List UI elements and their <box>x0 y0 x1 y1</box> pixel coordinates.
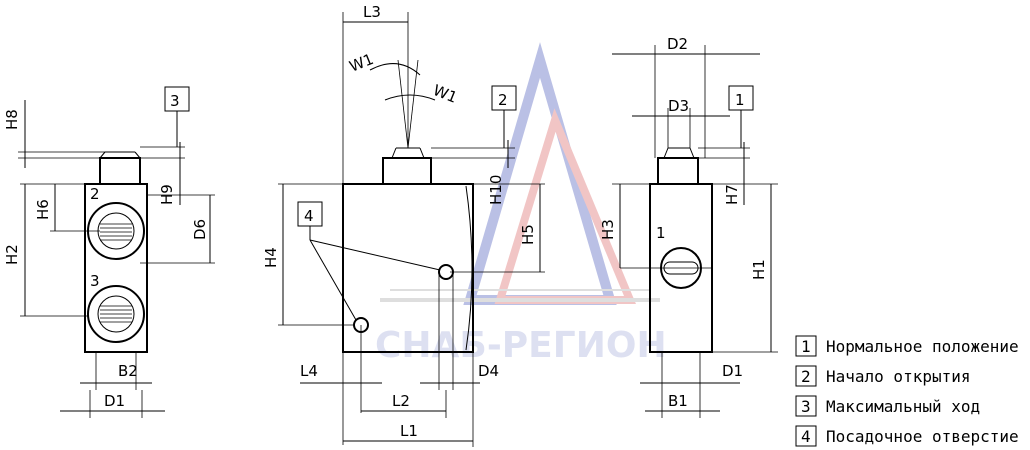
legend-text: Нормальное положение <box>826 337 1019 356</box>
dim-d1-right: D1 <box>722 362 743 380</box>
legend-item: 4 Посадочное отверстие <box>795 425 1019 447</box>
center-view: L3 W1 W1 H10 2 H5 H4 4 <box>262 3 545 447</box>
dim-l4: L4 <box>300 362 318 380</box>
legend-item: 1 Нормальное положение <box>795 335 1019 357</box>
dim-h10: H10 <box>487 175 505 205</box>
left-view: 2 3 H8 H2 H6 H9 D6 3 B2 <box>3 86 215 418</box>
dim-l3: L3 <box>363 3 381 21</box>
dim-h5: H5 <box>519 224 537 245</box>
legend-num: 2 <box>801 367 811 386</box>
right-view: 1 D2 D3 1 H7 H3 H1 D1 B1 <box>599 35 778 418</box>
dim-h4: H4 <box>262 247 280 268</box>
dim-b1: B1 <box>668 392 688 410</box>
dim-b2: B2 <box>118 362 138 380</box>
dim-h6: H6 <box>34 199 52 220</box>
dim-d2: D2 <box>667 35 688 53</box>
dim-w1-a: W1 <box>347 50 376 76</box>
legend-text: Начало открытия <box>826 367 971 386</box>
dim-l2: L2 <box>392 392 410 410</box>
dim-h2: H2 <box>3 244 21 265</box>
dim-h7: H7 <box>723 184 741 205</box>
dim-d3: D3 <box>668 97 689 115</box>
dim-l1: L1 <box>400 422 418 440</box>
dim-h3: H3 <box>599 219 617 240</box>
dim-h8: H8 <box>3 109 21 130</box>
marker-3: 3 <box>170 92 180 110</box>
watermark-text: СНАБ-РЕГИОН <box>375 325 667 366</box>
marker-1: 1 <box>735 91 745 109</box>
port-2-label: 2 <box>90 185 100 203</box>
legend-num: 1 <box>801 337 811 356</box>
legend: 1 Нормальное положение 2 Начало открытия… <box>795 335 1019 447</box>
watermark-logo: СНАБ-РЕГИОН <box>375 42 667 366</box>
legend-num: 3 <box>801 397 811 416</box>
marker-4: 4 <box>304 207 314 225</box>
dim-h1: H1 <box>750 259 768 280</box>
dim-d6: D6 <box>191 219 209 240</box>
port-1-label: 1 <box>656 224 666 242</box>
dim-d1-left: D1 <box>104 392 125 410</box>
legend-text: Максимальный ход <box>826 397 980 416</box>
dim-d4: D4 <box>478 362 499 380</box>
legend-item: 2 Начало открытия <box>795 365 971 387</box>
dim-w1-b: W1 <box>431 81 460 107</box>
marker-2: 2 <box>498 91 508 109</box>
port-3-label: 3 <box>90 272 100 290</box>
legend-num: 4 <box>801 427 811 446</box>
dim-h9: H9 <box>158 184 176 205</box>
legend-text: Посадочное отверстие <box>826 427 1019 446</box>
legend-item: 3 Максимальный ход <box>795 395 980 417</box>
